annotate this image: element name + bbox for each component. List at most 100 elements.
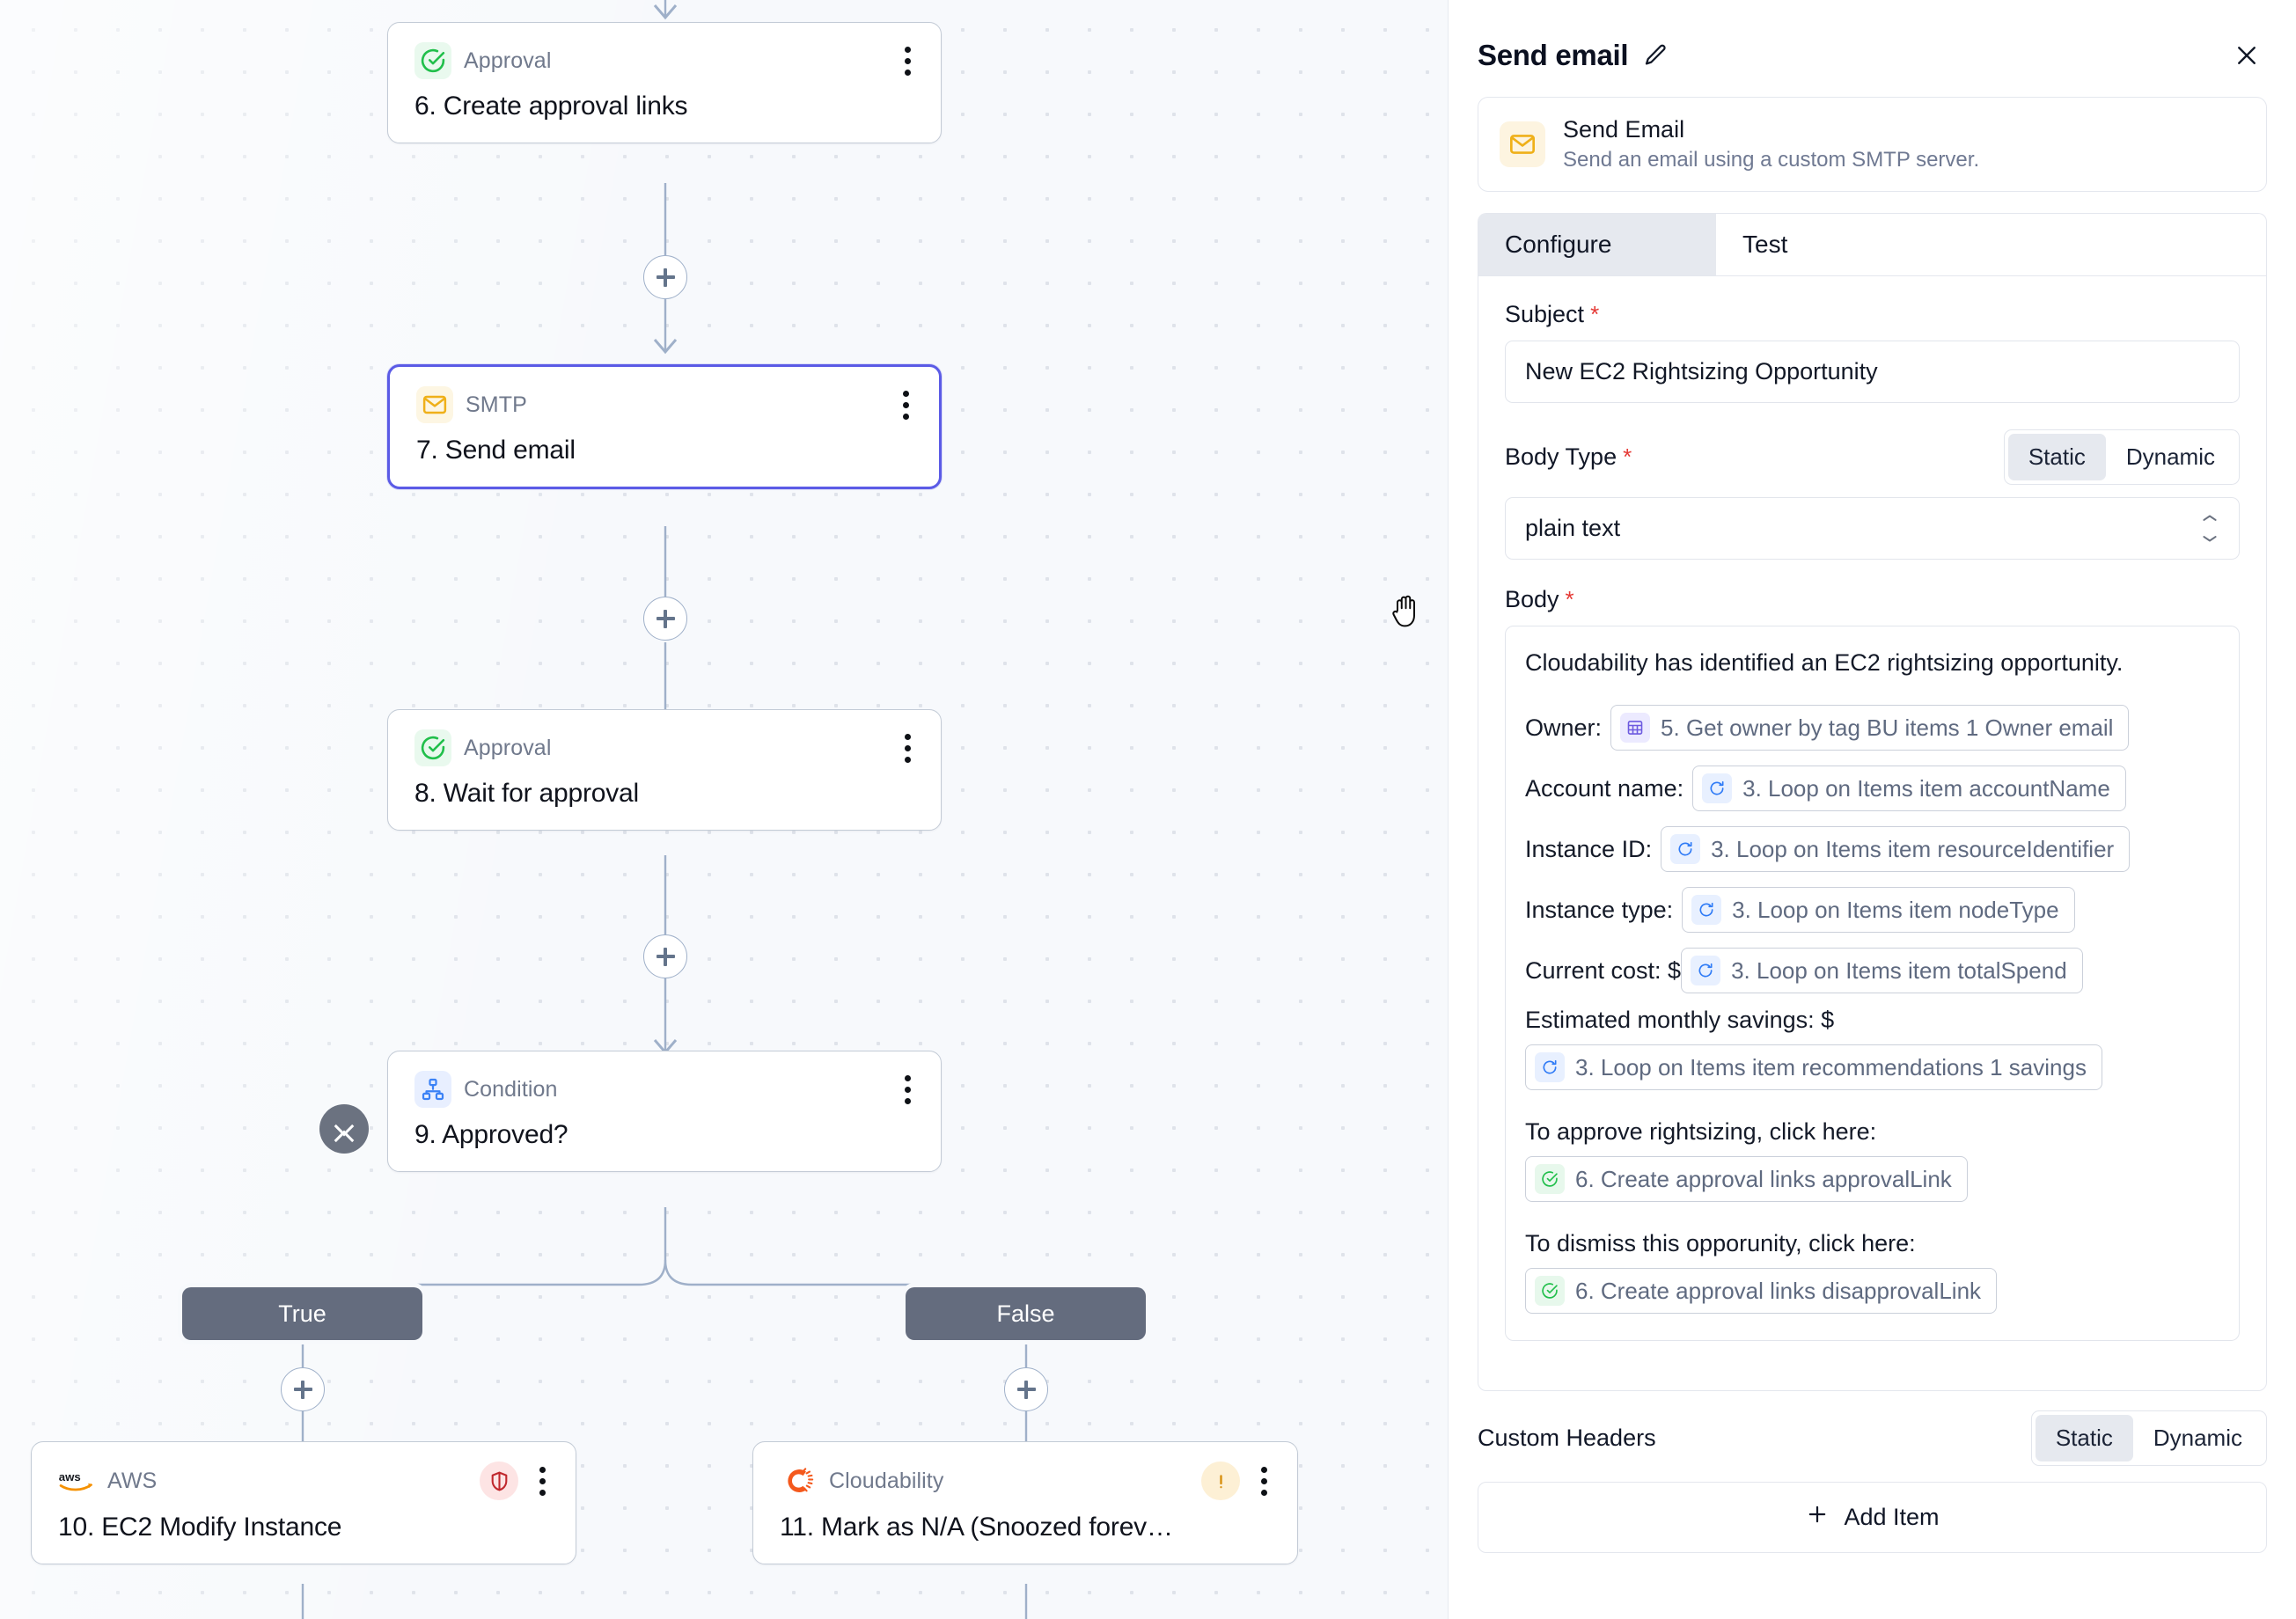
branch-label-true[interactable]: True <box>182 1287 422 1340</box>
custom-headers-label: Custom Headers <box>1478 1425 1656 1451</box>
body-line-dismiss-label: To dismiss this opporunity, click here: <box>1525 1230 2219 1257</box>
node-header: Approval <box>414 42 918 79</box>
custom-headers-dynamic-option[interactable]: Dynamic <box>2153 1425 2242 1451</box>
body-line-dismiss-token: 6. Create approval links disapprovalLink <box>1525 1268 2219 1314</box>
body-line-label: Current cost: $ <box>1525 956 1682 984</box>
workflow-node-approved-condition[interactable]: Condition 9. Approved? <box>387 1051 942 1172</box>
variable-token-recommendations-savings[interactable]: 3. Loop on Items item recommendations 1 … <box>1525 1044 2102 1090</box>
chevron-up-icon <box>334 1130 354 1140</box>
variable-token-owner-email[interactable]: 5. Get owner by tag BU items 1 Owner ema… <box>1610 705 2130 751</box>
warning-exclamation-icon[interactable] <box>1201 1461 1240 1500</box>
body-type-label: Body Type * <box>1505 443 1632 471</box>
node-menu-button[interactable] <box>532 1463 553 1499</box>
variable-token-disapproval-link[interactable]: 6. Create approval links disapprovalLink <box>1525 1268 1998 1314</box>
workflow-canvas[interactable]: Approval 6. Create approval links SMTP <box>0 0 1448 1619</box>
add-step-button-false-branch[interactable] <box>1004 1367 1048 1411</box>
body-type-value: plain text <box>1525 515 1621 541</box>
body-type-label-text: Body Type <box>1505 443 1617 470</box>
body-type-static-option[interactable]: Static <box>2007 434 2106 480</box>
step-config-panel: Send email Send Email Send an email u <box>1448 0 2296 1619</box>
workflow-node-send-email[interactable]: SMTP 7. Send email <box>387 364 942 489</box>
approval-check-icon <box>414 42 451 79</box>
add-step-button-true-branch[interactable] <box>281 1367 325 1411</box>
add-item-label: Add Item <box>1844 1504 1940 1530</box>
variable-token-resource-identifier[interactable]: 3. Loop on Items item resourceIdentifier <box>1661 826 2131 872</box>
body-line-instance-type: Instance type: 3. Loop on Items item nod… <box>1525 887 2219 933</box>
node-title: 8. Wait for approval <box>414 779 639 808</box>
node-title: 9. Approved? <box>414 1120 568 1149</box>
custom-headers-static-option[interactable]: Static <box>2035 1415 2133 1461</box>
body-line-label: Instance ID: <box>1525 835 1653 862</box>
body-editor[interactable]: Cloudability has identified an EC2 right… <box>1505 626 2240 1341</box>
node-header-actions <box>1201 1461 1274 1500</box>
envelope-icon <box>1500 121 1545 167</box>
cloudability-logo-icon <box>780 1462 817 1499</box>
node-menu-button[interactable] <box>896 387 916 423</box>
variable-token-approval-link[interactable]: 6. Create approval links approvalLink <box>1525 1156 1968 1202</box>
chevron-updown-icon <box>2200 515 2219 542</box>
approval-check-icon <box>1535 1164 1565 1194</box>
workflow-node-wait-for-approval[interactable]: Approval 8. Wait for approval <box>387 709 942 831</box>
branch-label-false[interactable]: False <box>906 1287 1146 1340</box>
node-menu-button[interactable] <box>898 1072 918 1108</box>
variable-token-label: 3. Loop on Items item resourceIdentifier <box>1711 835 2115 862</box>
node-header: Condition <box>414 1071 918 1108</box>
node-header-actions <box>898 730 918 766</box>
envelope-icon <box>416 386 453 423</box>
error-shield-icon[interactable] <box>480 1461 518 1500</box>
configure-form: Subject * Body Type * Static Dynamic pla… <box>1478 275 2267 1391</box>
variable-token-label: 3. Loop on Items item nodeType <box>1732 896 2059 923</box>
node-header: Cloudability <box>780 1461 1274 1500</box>
branch-label-text: False <box>996 1300 1055 1327</box>
approval-check-icon <box>1535 1276 1565 1306</box>
add-step-button-after-8[interactable] <box>643 934 687 978</box>
node-header-actions <box>898 43 918 79</box>
node-type-label: Approval <box>464 735 552 760</box>
subject-label-text: Subject <box>1505 301 1585 327</box>
variable-token-account-name[interactable]: 3. Loop on Items item accountName <box>1692 766 2126 811</box>
node-title: 10. EC2 Modify Instance <box>58 1513 342 1542</box>
required-marker: * <box>1565 586 1574 612</box>
approve-label-text: To approve rightsizing, click here: <box>1525 1118 1877 1145</box>
tab-configure[interactable]: Configure <box>1478 214 1716 275</box>
subject-label: Subject * <box>1505 301 2240 328</box>
body-type-dynamic-option[interactable]: Dynamic <box>2125 443 2215 470</box>
workflow-node-ec2-modify-instance[interactable]: aws AWS 10. EC2 Modify Instance <box>31 1441 576 1564</box>
plus-icon <box>1805 1502 1830 1533</box>
variable-token-node-type[interactable]: 3. Loop on Items item nodeType <box>1682 887 2075 933</box>
node-menu-button[interactable] <box>1254 1463 1274 1499</box>
node-header-actions <box>480 1461 553 1500</box>
close-x-icon[interactable] <box>2226 35 2267 76</box>
add-step-button-after-7[interactable] <box>643 597 687 641</box>
workflow-node-mark-as-na[interactable]: Cloudability 11. Mark as N/A (Snoozed fo… <box>752 1441 1298 1564</box>
branch-label-text: True <box>278 1300 326 1327</box>
node-header-actions <box>898 1072 918 1108</box>
body-line-approve-label: To approve rightsizing, click here: <box>1525 1118 2219 1146</box>
node-menu-button[interactable] <box>898 730 918 766</box>
pencil-edit-icon[interactable] <box>1642 42 1669 69</box>
add-item-button[interactable]: Add Item <box>1478 1482 2267 1553</box>
variable-token-total-spend[interactable]: 3. Loop on Items item totalSpend <box>1681 948 2083 993</box>
node-menu-button[interactable] <box>898 43 918 79</box>
body-type-select[interactable]: plain text <box>1505 497 2240 560</box>
collapse-expand-toggle-icon[interactable] <box>319 1104 369 1154</box>
body-line-account-name: Account name: 3. Loop on Items item acco… <box>1525 766 2219 811</box>
body-intro-text: Cloudability has identified an EC2 right… <box>1525 649 2124 676</box>
body-intro-line: Cloudability has identified an EC2 right… <box>1525 649 2219 677</box>
variable-token-label: 5. Get owner by tag BU items 1 Owner ema… <box>1661 714 2114 741</box>
body-line-label: Owner: <box>1525 714 1603 741</box>
chevron-down-icon <box>334 1118 354 1129</box>
svg-text:aws: aws <box>59 1470 81 1483</box>
node-title: 11. Mark as N/A (Snoozed forev… <box>780 1513 1173 1542</box>
add-step-button-after-6[interactable] <box>643 255 687 299</box>
node-type-label: AWS <box>107 1468 158 1493</box>
node-type-label: Condition <box>464 1076 558 1102</box>
body-type-mode-toggle: Static Dynamic <box>2003 429 2240 485</box>
workflow-node-create-approval-links[interactable]: Approval 6. Create approval links <box>387 22 942 143</box>
node-type-label: Approval <box>464 48 552 73</box>
approval-check-icon <box>414 729 451 766</box>
variable-token-label: 3. Loop on Items item accountName <box>1742 774 2110 802</box>
node-header: aws AWS <box>58 1461 553 1500</box>
tab-test[interactable]: Test <box>1742 231 1788 258</box>
subject-input[interactable] <box>1505 341 2240 403</box>
